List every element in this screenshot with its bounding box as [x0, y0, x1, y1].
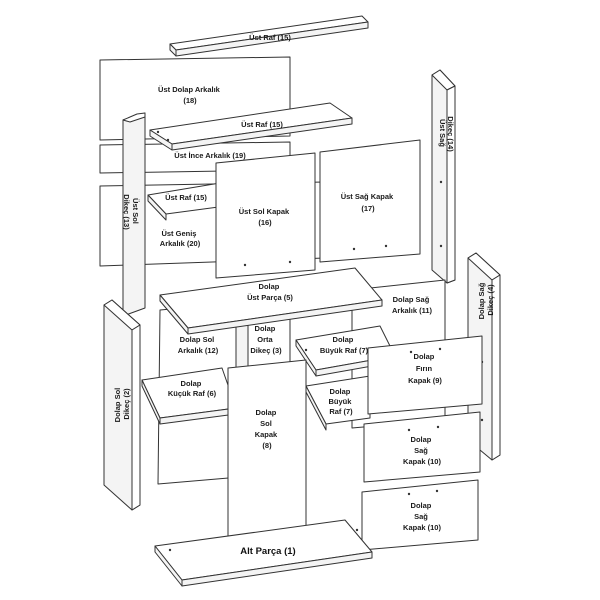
label-ust-raf-low: Üst Raf (15) — [165, 193, 207, 202]
label-dolap-sag-arkalik: Dolap Sağ Arkalık (11) — [392, 295, 433, 315]
label-ust-sol-kapak: Üst Sol Kapak (16) — [239, 207, 292, 227]
part-ust-sag-dikec: Üst Sağ Dikeç (14) — [431, 69, 456, 284]
part-dolap-sol-dikec: Dolap Sol Dikeç (2) — [103, 299, 141, 511]
part-ust-raf-low: Üst Raf (15) — [147, 181, 227, 221]
label-dolap-buyuk-raf-top: Dolap Büyük Raf (7) — [320, 335, 369, 355]
label-dolap-buyuk-raf-low: Dolap Büyük Raf (7) — [328, 387, 353, 416]
label-ust-raf-mid: Üst Raf (15) — [241, 120, 283, 129]
label-ust-sag-kapak: Üst Sağ Kapak (17) — [341, 192, 396, 213]
part-dolap-sol-kapak: Dolap Sol Kapak (8) — [227, 359, 307, 549]
label-alt-parca: Alt Parça (1) — [240, 546, 295, 557]
part-ust-sol-dikec: Üst Sol Dikeç (13) — [122, 112, 146, 317]
label-ust-ince-arkalik: Üst İnce Arkalık (19) — [174, 151, 246, 160]
part-dolap-kucuk-raf: Dolap Küçük Raf (6) — [141, 367, 237, 425]
label-dolap-orta-dikec: Dolap Orta Dikeç (3) — [250, 324, 282, 355]
part-ust-sag-kapak: Üst Sağ Kapak (17) — [319, 139, 421, 263]
part-ust-raf-mid: Üst Raf (15) — [149, 102, 353, 151]
part-dolap-sag-kapak-upper: Dolap Sağ Kapak (10) — [363, 411, 481, 483]
part-ust-raf-top: Üst Raf (15) — [169, 15, 369, 57]
label-ust-raf-top: Üst Raf (15) — [249, 33, 291, 42]
part-dolap-buyuk-raf-low: Dolap Büyük Raf (7) — [305, 375, 371, 431]
label-ust-dolap-arkalik: Üst Dolap Arkalık (18) — [158, 85, 222, 105]
label-dolap-ust-parca: Dolap Üst Parça (5) — [247, 282, 293, 302]
label-dolap-sag-kapak-upper: Dolap Sağ Kapak (10) — [403, 435, 441, 466]
part-alt-parca: Alt Parça (1) — [154, 519, 373, 587]
label-dolap-sol-kapak: Dolap Sol Kapak (8) — [255, 408, 280, 450]
label-dolap-sol-arkalik: Dolap Sol Arkalık (12) — [178, 335, 219, 355]
label-dolap-firin-kapak: Dolap Fırın Kapak (9) — [408, 352, 442, 385]
part-ust-sol-kapak: Üst Sol Kapak (16) — [215, 152, 316, 279]
label-dolap-kucuk-raf: Dolap Küçük Raf (6) — [168, 379, 217, 398]
label-dolap-sag-kapak-lower: Dolap Sağ Kapak (10) — [403, 501, 441, 532]
label-ust-genis-arkalik: Üst Geniş Arkalık (20) — [160, 229, 201, 248]
label-dolap-sol-dikec: Dolap Sol Dikeç (2) — [113, 386, 131, 423]
label-dolap-sag-dikec: Dolap Sağ Dikeç (4) — [477, 281, 495, 320]
part-dolap-sag-kapak-lower: Dolap Sağ Kapak (10) — [361, 479, 479, 551]
part-dolap-firin-kapak: Dolap Fırın Kapak (9) — [367, 335, 483, 415]
part-dolap-ust-parca: Dolap Üst Parça (5) — [159, 267, 383, 335]
label-ust-sag-dikec: Üst Sağ Dikeç (14) — [438, 116, 455, 152]
label-ust-sol-dikec: Üst Sol Dikeç (13) — [122, 194, 140, 230]
